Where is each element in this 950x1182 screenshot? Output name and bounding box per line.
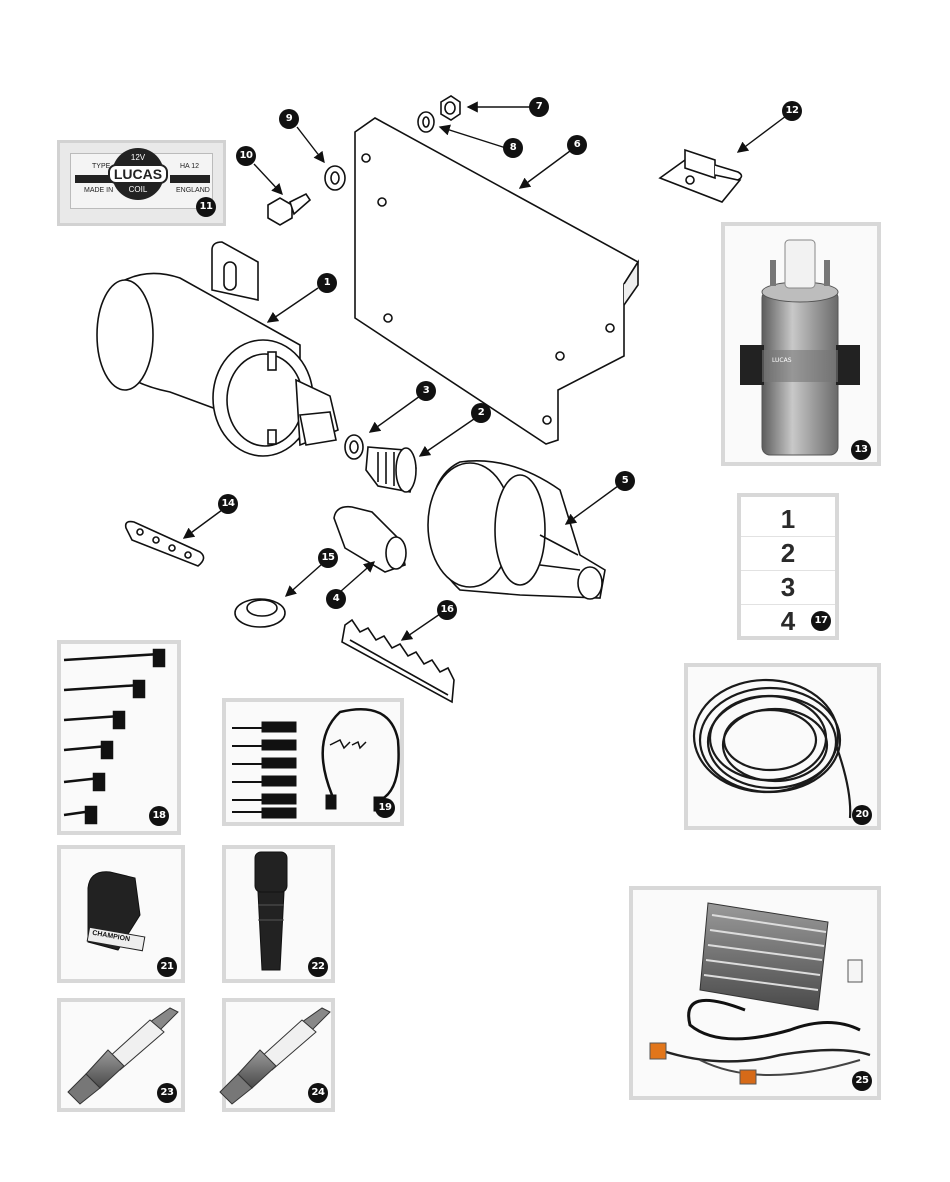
callout-6: 6 bbox=[567, 135, 587, 155]
washer-3 bbox=[344, 434, 364, 460]
callout-4: 4 bbox=[326, 589, 346, 609]
callout-17: 17 bbox=[811, 611, 831, 631]
coil-cap-5 bbox=[427, 460, 606, 600]
badge-bar-right bbox=[170, 175, 210, 183]
badge-type-label: TYPE bbox=[92, 163, 111, 170]
number-label-3: 3 bbox=[741, 570, 835, 605]
plug-lead-set-18 bbox=[63, 648, 166, 825]
boot-4 bbox=[333, 505, 407, 573]
callout-12: 12 bbox=[782, 101, 802, 121]
spark-plug-23 bbox=[67, 1007, 179, 1105]
callout-15: 15 bbox=[318, 548, 338, 568]
regulator-25 bbox=[649, 902, 871, 1085]
callout-23: 23 bbox=[157, 1083, 177, 1103]
callout-10: 10 bbox=[236, 146, 256, 166]
badge-made-in-label: MADE IN bbox=[84, 187, 114, 194]
badge-model-label: HA 12 bbox=[180, 163, 200, 170]
callout-20: 20 bbox=[852, 805, 872, 825]
callout-25: 25 bbox=[852, 1071, 872, 1091]
ht-lead-reel-20 bbox=[692, 678, 852, 819]
number-label-4: 4 bbox=[780, 606, 796, 636]
callout-19: 19 bbox=[375, 798, 395, 818]
callout-21: 21 bbox=[157, 957, 177, 977]
callout-8: 8 bbox=[503, 138, 523, 158]
number-label-2: 2 bbox=[741, 536, 835, 571]
number-label-1: 1 bbox=[741, 502, 835, 537]
badge-emblem: 12V LUCAS COIL bbox=[108, 148, 168, 200]
frame-lead-set bbox=[57, 640, 181, 835]
callout-14: 14 bbox=[218, 494, 238, 514]
callout-24: 24 bbox=[308, 1083, 328, 1103]
lead-kit-19 bbox=[232, 708, 400, 819]
badge-product: COIL bbox=[128, 185, 148, 194]
coil-photo-label: LUCAS bbox=[772, 357, 792, 364]
bolt-10 bbox=[267, 192, 312, 226]
washer-8 bbox=[417, 111, 435, 133]
callout-2: 2 bbox=[471, 403, 491, 423]
coil-photo-13: LUCAS bbox=[740, 239, 860, 456]
callout-1: 1 bbox=[317, 273, 337, 293]
callout-3: 3 bbox=[416, 381, 436, 401]
badge-brand: LUCAS bbox=[108, 164, 168, 184]
callout-16: 16 bbox=[437, 600, 457, 620]
angle-clip-12 bbox=[658, 148, 743, 203]
ignition-coil bbox=[96, 241, 339, 457]
callout-11: 11 bbox=[196, 197, 216, 217]
straight-cap-22 bbox=[254, 851, 288, 971]
spark-plug-24 bbox=[219, 1007, 331, 1105]
callout-9: 9 bbox=[279, 109, 299, 129]
badge-bar-left bbox=[75, 175, 115, 183]
badge-country-label: ENGLAND bbox=[176, 187, 210, 194]
washer-9 bbox=[324, 165, 346, 191]
champion-cap-21 bbox=[86, 871, 146, 952]
connector-2 bbox=[365, 446, 417, 493]
callout-13: 13 bbox=[851, 440, 871, 460]
mounting-bracket bbox=[354, 117, 640, 445]
lucas-coil-badge: TYPE HA 12 MADE IN ENGLAND 12V LUCAS COI… bbox=[57, 140, 226, 226]
badge-voltage: 12V bbox=[130, 153, 146, 162]
grommet-15 bbox=[234, 598, 286, 628]
callout-18: 18 bbox=[149, 806, 169, 826]
frame-ht-lead-reel bbox=[684, 663, 881, 830]
nut-7 bbox=[440, 95, 461, 121]
callout-22: 22 bbox=[308, 957, 328, 977]
number-labels: 1 2 3 4 bbox=[737, 493, 839, 640]
lead-separator-16 bbox=[341, 618, 455, 704]
leader-arrows bbox=[182, 101, 787, 641]
callout-5: 5 bbox=[615, 471, 635, 491]
callout-7: 7 bbox=[529, 97, 549, 117]
link-plate-14 bbox=[124, 520, 205, 567]
